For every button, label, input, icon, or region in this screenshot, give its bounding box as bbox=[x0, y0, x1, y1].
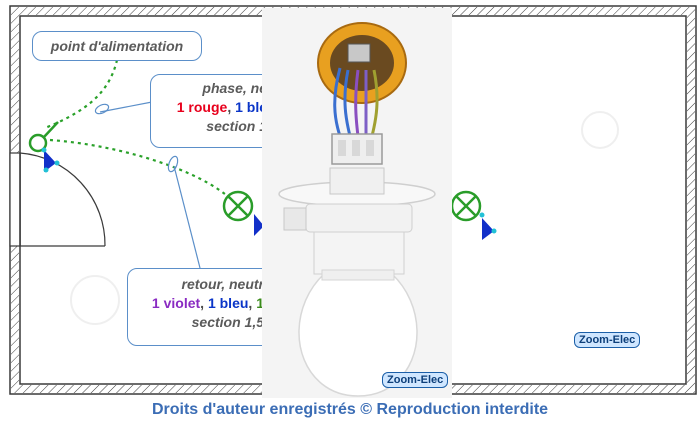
lamp-icon bbox=[450, 190, 497, 240]
photo-logo-text: Zoom-Elec bbox=[382, 372, 449, 388]
callout-leaders bbox=[94, 101, 201, 269]
zoom-elec-logo-text: Zoom-Elec bbox=[574, 332, 641, 348]
return-sep1: , bbox=[200, 295, 208, 311]
phase-line1: phase, ne bbox=[202, 80, 267, 96]
phase-sep: , bbox=[227, 99, 236, 115]
switch-symbol bbox=[28, 121, 60, 173]
phase-red-wire: 1 rouge bbox=[176, 99, 228, 115]
wiring-lines bbox=[44, 59, 233, 201]
return-violet-wire: 1 violet bbox=[151, 295, 201, 311]
supply-point-callout: point d'alimentation bbox=[32, 31, 202, 61]
supply-point-label: point d'alimentation bbox=[50, 38, 184, 54]
photo-logo: Zoom-Elec bbox=[382, 372, 449, 388]
phase-section: section 1 bbox=[206, 118, 267, 134]
lamp-socket-photo: Zoom-Elec bbox=[262, 8, 452, 398]
zoom-elec-logo: Zoom-Elec bbox=[574, 332, 641, 348]
return-wires-callout: retour, neutr 1 violet, 1 bleu, 1 sectio… bbox=[127, 268, 277, 346]
return-section: section 1,5 bbox=[191, 314, 264, 330]
return-sep2: , bbox=[248, 295, 257, 311]
return-line1: retour, neutr bbox=[181, 276, 264, 292]
return-blue-wire: 1 bleu bbox=[207, 295, 249, 311]
watermark bbox=[70, 111, 619, 325]
lamp-icon bbox=[222, 190, 264, 236]
door bbox=[9, 152, 106, 247]
copyright-footer: Droits d'auteur enregistrés © Reproducti… bbox=[151, 401, 549, 418]
return-green-wire: 1 bbox=[256, 295, 264, 311]
phase-blue-wire: 1 ble bbox=[235, 99, 267, 115]
phase-wires-callout: phase, ne 1 rouge, 1 ble section 1 bbox=[150, 74, 282, 148]
